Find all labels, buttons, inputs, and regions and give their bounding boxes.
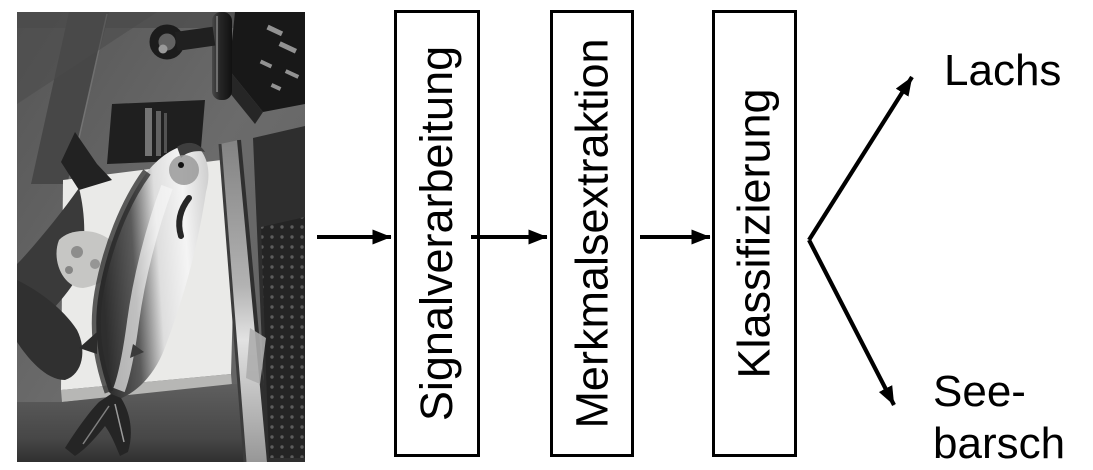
output-label-seebarsch: See- barsch	[933, 367, 1066, 468]
arrow-to-seebarsch	[807, 239, 896, 406]
output-label-lachs: Lachs	[944, 46, 1062, 95]
stage-label-merkmalsextraktion: Merkmalsextraktion	[566, 38, 618, 429]
stage-box-klassifizierung: Klassifizierung	[712, 10, 797, 457]
stage-box-merkmalsextraktion: Merkmalsextraktion	[550, 10, 634, 457]
arrow-to-lachs	[807, 75, 914, 242]
stage-label-klassifizierung: Klassifizierung	[729, 88, 781, 379]
stage-box-signalverarbeitung: Signalverarbeitung	[394, 10, 480, 457]
stage-label-signalverarbeitung: Signalverarbeitung	[411, 45, 463, 422]
fish-photo	[17, 12, 305, 462]
